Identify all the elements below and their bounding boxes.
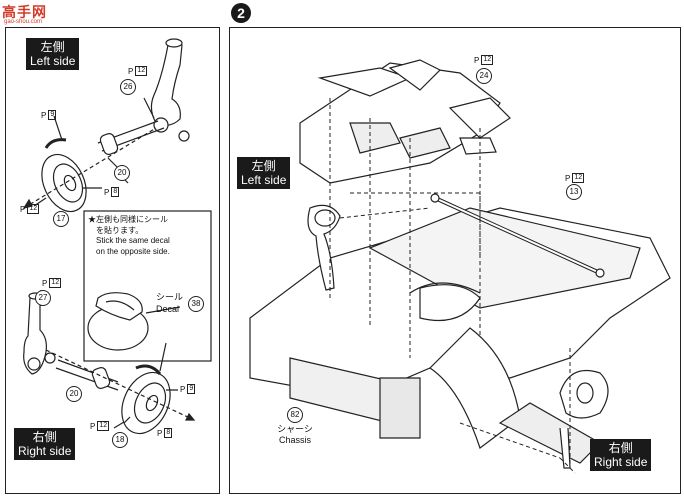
part-number-17: 17 — [53, 211, 69, 227]
right-side-label: 右側 Right side — [14, 428, 76, 460]
watermark-logo: 高手网 — [2, 4, 47, 20]
left-side-label: 左側 Left side — [26, 38, 80, 70]
step-number: 2 — [231, 3, 251, 23]
watermark-url: gao-shou.com — [4, 19, 43, 25]
part-number-20-lower: 20 — [66, 386, 82, 402]
left-panel-drawing — [22, 38, 212, 435]
decal-label-en: Decal — [156, 304, 180, 314]
left-side-label: 左側 Left side — [237, 157, 291, 189]
chassis-drawing — [249, 59, 671, 474]
part-number-26: 26 — [120, 79, 136, 95]
decal-label-jp: シール — [156, 292, 184, 302]
part-number-82: 82 — [287, 407, 303, 423]
chassis-label-jp: シャーシ — [277, 424, 313, 434]
part-number-27: 27 — [35, 290, 51, 306]
chassis-label-en: Chassis — [278, 435, 311, 445]
decal-note: ★左側も同様にシール を貼ります。 Stick the same decal o… — [88, 215, 170, 256]
part-number-18: 18 — [112, 432, 128, 448]
part-number-38: 38 — [188, 296, 204, 312]
part-number-20-upper: 20 — [114, 165, 130, 181]
part-number-13: 13 — [566, 184, 582, 200]
right-side-label: 右側 Right side — [590, 439, 652, 471]
part-number-24: 24 — [476, 68, 492, 84]
